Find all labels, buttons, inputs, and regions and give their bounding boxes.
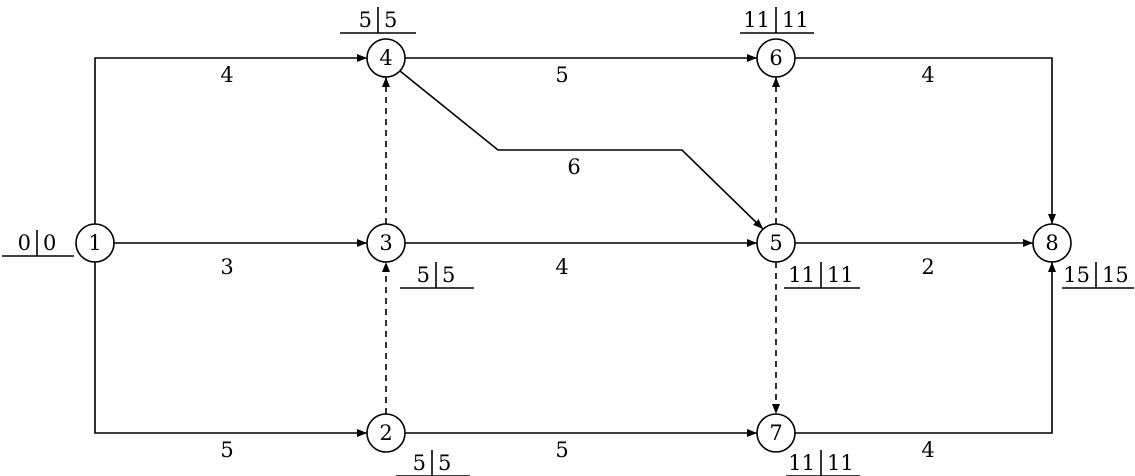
edge-duration-1-4: 4 (220, 63, 233, 87)
node-circle-2 (366, 413, 406, 453)
edge-duration-4-6: 5 (555, 63, 568, 87)
edge-duration-4-5: 6 (567, 155, 580, 179)
edge-duration-1-3: 3 (220, 255, 233, 279)
edge-duration-2-7: 5 (555, 438, 568, 462)
node-circle-6 (756, 38, 796, 78)
nodes-layer: 1 2 3 4 5 6 7 8 (75, 38, 1072, 453)
node-label-1: 1 (88, 231, 101, 255)
node-label-3: 3 (379, 231, 392, 255)
node-label-8: 8 (1045, 231, 1058, 255)
node-circle-1 (75, 223, 115, 263)
latest-time-2: 5 (438, 451, 451, 475)
edges-layer (94, 54, 1056, 437)
node-label-5: 5 (769, 231, 782, 255)
latest-time-6: 11 (782, 8, 809, 32)
latest-time-4: 5 (384, 8, 397, 32)
node-circle-8 (1032, 223, 1072, 263)
node-circle-4 (366, 38, 406, 78)
edge-6-8 (795, 57, 1056, 224)
node-label-6: 6 (769, 46, 782, 70)
latest-time-5: 11 (827, 263, 854, 287)
latest-time-8: 15 (1102, 263, 1129, 287)
node-4: 4 (366, 38, 406, 78)
latest-time-7: 11 (827, 451, 854, 475)
earliest-time-4: 5 (359, 8, 372, 32)
edge-1-4 (94, 54, 367, 224)
time-box-7: 11 11 (786, 450, 860, 476)
node-circle-5 (756, 223, 796, 263)
edge-7-8 (795, 262, 1056, 434)
node-7: 7 (756, 413, 796, 453)
time-box-6: 11 11 (740, 7, 814, 34)
edge-duration-5-8: 2 (921, 255, 934, 279)
earliest-time-7: 11 (788, 451, 815, 475)
node-label-4: 4 (379, 46, 392, 70)
edge-duration-1-2: 5 (220, 438, 233, 462)
earliest-time-3: 5 (417, 263, 430, 287)
edge-duration-7-8: 4 (921, 438, 934, 462)
earliest-time-8: 15 (1063, 263, 1090, 287)
edge-1-2 (94, 262, 367, 437)
node-3: 3 (366, 223, 406, 263)
edge-4-5 (399, 70, 764, 230)
edge-duration-6-8: 4 (921, 63, 934, 87)
node-1: 1 (75, 223, 115, 263)
node-circle-3 (366, 223, 406, 263)
node-label-7: 7 (769, 421, 782, 445)
node-6: 6 (756, 38, 796, 78)
edge-duration-3-5: 4 (555, 255, 568, 279)
time-box-5: 11 11 (784, 262, 860, 289)
earliest-time-6: 11 (743, 8, 770, 32)
earliest-time-2: 5 (413, 451, 426, 475)
node-5: 5 (756, 223, 796, 263)
node-label-2: 2 (379, 421, 392, 445)
node-circle-7 (756, 413, 796, 453)
node-2: 2 (366, 413, 406, 453)
earliest-time-5: 11 (788, 263, 815, 287)
node-8: 8 (1032, 223, 1072, 263)
latest-time-3: 5 (442, 263, 455, 287)
latest-time-1: 0 (43, 231, 56, 255)
earliest-time-1: 0 (18, 231, 31, 255)
